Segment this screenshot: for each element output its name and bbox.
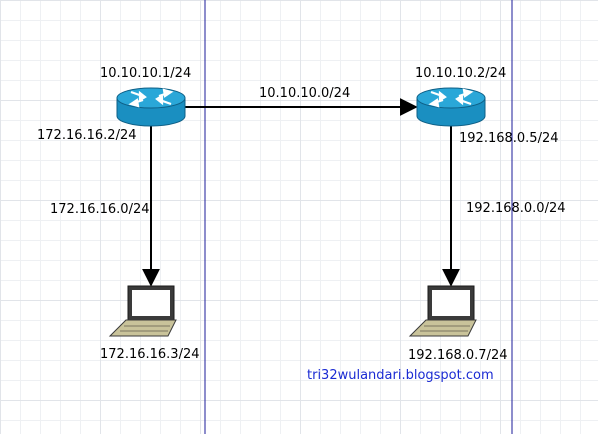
router-1-lan-ip: 172.16.16.2/24 [37,128,137,143]
router-1-icon[interactable] [116,87,186,127]
host-2-ip: 192.168.0.7/24 [408,348,508,363]
credit-text: tri32wulandari.blogspot.com [307,368,494,383]
router-2-wan-ip: 10.10.10.2/24 [415,66,507,81]
laptop-2-icon[interactable] [408,285,477,337]
laptop-1-icon[interactable] [108,285,177,337]
router-1-wan-ip: 10.10.10.1/24 [100,66,192,81]
host-1-ip: 172.16.16.3/24 [100,347,200,362]
router-2-lan-ip: 192.168.0.5/24 [459,131,559,146]
link-r1-r2-network: 10.10.10.0/24 [259,86,351,101]
router-2-icon[interactable] [416,87,486,127]
link-r1-pc1-network: 172.16.16.0/24 [50,202,150,217]
link-r2-pc2-network: 192.168.0.0/24 [466,201,566,216]
